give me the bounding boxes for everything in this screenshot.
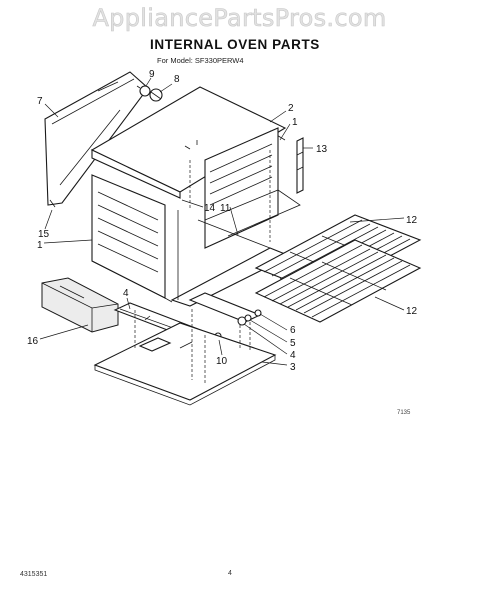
callout-16: 16 xyxy=(27,336,39,347)
callout-8: 8 xyxy=(174,74,180,85)
leader-lines xyxy=(39,77,405,366)
site-watermark: AppliancePartsPros.com xyxy=(92,4,387,33)
callout-7: 7 xyxy=(37,96,43,107)
document-number: 4315351 xyxy=(20,571,48,578)
callout-1-top: 1 xyxy=(292,117,298,128)
oven-liner-left-side xyxy=(91,174,173,303)
callout-11: 11 xyxy=(220,203,231,214)
callout-5: 5 xyxy=(290,338,296,349)
callout-12-lower: 12 xyxy=(406,306,418,317)
callout-13: 13 xyxy=(316,144,328,155)
callout-6: 6 xyxy=(290,325,296,336)
page-number: 4 xyxy=(228,570,232,577)
oven-bottom-panel xyxy=(93,322,277,406)
callout-2: 2 xyxy=(288,103,294,114)
callout-10: 10 xyxy=(216,356,228,367)
vent-trim-part xyxy=(41,277,119,333)
callout-4-left: 4 xyxy=(123,288,129,299)
callout-14: 14 xyxy=(204,203,216,214)
figure-code: 7135 xyxy=(397,410,411,416)
oven-liner-right-side xyxy=(204,127,301,249)
callout-12-upper: 12 xyxy=(406,215,418,226)
callout-1-left: 1 xyxy=(37,240,43,251)
model-label: For Model: SF330PERW4 xyxy=(157,56,244,65)
rack-support-bracket xyxy=(296,137,304,194)
page-title: INTERNAL OVEN PARTS xyxy=(150,37,320,52)
callout-15: 15 xyxy=(38,229,50,240)
light-assembly-part xyxy=(136,85,163,102)
callout-9: 9 xyxy=(149,69,155,80)
oven-rack-lower xyxy=(254,239,422,323)
callout-4-right: 4 xyxy=(290,350,296,361)
callout-3: 3 xyxy=(290,362,296,373)
